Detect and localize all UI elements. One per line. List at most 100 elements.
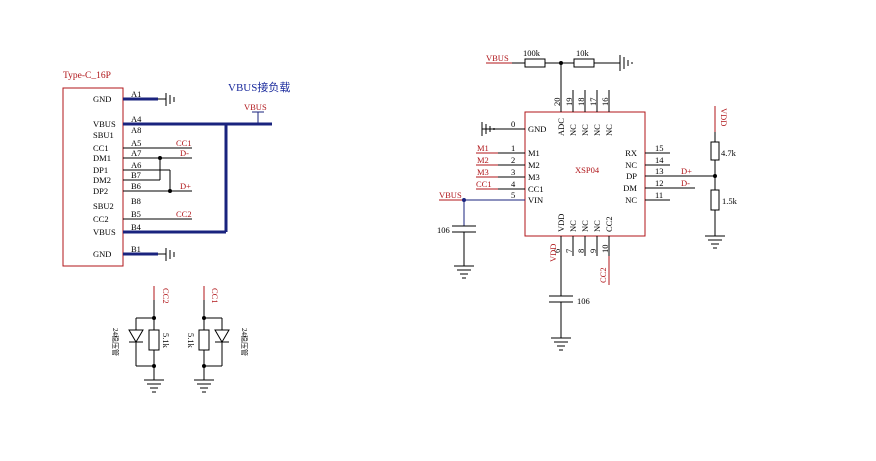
connector-pin-name-5: DP1	[93, 165, 108, 175]
connector-pad-8: B8	[131, 196, 141, 206]
connector-pad-5: A6	[131, 160, 141, 170]
ic-left-num-2: 2	[511, 155, 515, 165]
ground-symbol-divider	[705, 235, 725, 249]
connector-pad-6: B7	[131, 170, 141, 180]
ic-left-num-5: 5	[511, 190, 515, 200]
ic-left-num-4: 4	[511, 179, 516, 189]
connector-pad-10: B4	[131, 222, 142, 232]
ic-left-wiring: M1 M2 M3 CC1 VBUS 106	[437, 122, 525, 279]
net-label-cc1-ic: CC1	[476, 179, 492, 189]
cc2-pulldown-circuit: CC2 5.1k 24稳压管	[111, 286, 171, 393]
ic-right-pin-3: DM	[623, 183, 637, 193]
connector-pin-name-0: GND	[93, 94, 111, 104]
tvs-cc2-label: 24稳压管	[111, 328, 120, 356]
ic-top-pin-0: ADC	[556, 118, 566, 136]
ic-right-num-4: 11	[655, 190, 663, 200]
net-label-dplus-ic: D+	[681, 166, 692, 176]
resistor-cc2-value: 5.1k	[161, 333, 171, 349]
ground-symbol-cc2	[144, 379, 164, 393]
connector-body	[62, 87, 124, 267]
tvs-diode-cc2	[128, 329, 144, 343]
ic-bottom-wiring: VDD 106 CC2	[548, 236, 610, 351]
ic-right-num-2: 13	[655, 166, 664, 176]
ic-bottom-pin-0: VDD	[556, 214, 566, 232]
net-label-m2: M2	[477, 155, 489, 165]
connector-pin-name-9: CC2	[93, 214, 109, 224]
ic-left-num-0: 0	[511, 119, 515, 129]
resistor-1k5-value: 1.5k	[722, 196, 738, 206]
ic-top-pin-3: NC	[592, 124, 602, 136]
connector-pin-name-3: CC1	[93, 143, 109, 153]
capacitor-vin-value: 106	[437, 225, 450, 235]
net-label-m1: M1	[477, 143, 489, 153]
resistor-4k7	[710, 141, 720, 161]
cc1-pulldown-circuit: CC1 5.1k 24稳压管	[186, 286, 249, 393]
resistor-100k-value: 100k	[523, 48, 541, 58]
connector-pad-3: A5	[131, 138, 141, 148]
net-label-vdd-right: VDD	[719, 108, 729, 126]
ic-right-num-0: 15	[655, 143, 664, 153]
ic-bottom-pin-1: NC	[568, 220, 578, 232]
net-label-vbus-vin: VBUS	[439, 190, 462, 200]
ic-bottom-num-2: 8	[576, 249, 586, 253]
tvs-cc1-label: 24稳压管	[240, 328, 249, 356]
ic-left-pin-2: M2	[528, 160, 540, 170]
connector-pad-0: A1	[131, 89, 141, 99]
ic-top-num-1: 19	[564, 98, 574, 107]
net-label-vbus-load: VBUS接负载	[228, 80, 290, 94]
ic-right-pin-2: DP	[626, 171, 637, 181]
ground-symbol-vdd-cap	[551, 337, 571, 351]
ic-name: XSP04	[575, 165, 600, 175]
ground-symbol-a1	[165, 93, 175, 106]
resistor-cc2	[148, 329, 160, 351]
tvs-diode-cc1	[214, 329, 230, 343]
connector-pin-name-8: SBU2	[93, 201, 114, 211]
ic-left-pin-0: GND	[528, 124, 546, 134]
ic-top-num-0: 20	[552, 98, 562, 107]
ic-top-pin-2: NC	[580, 124, 590, 136]
resistor-4k7-value: 4.7k	[721, 148, 737, 158]
resistor-10k	[573, 58, 595, 68]
ic-right-wiring: VDD 4.7k 1.5k D+ D-	[645, 106, 738, 249]
resistor-cc1-value: 5.1k	[186, 333, 196, 349]
connector-title: Type-C_16P	[63, 71, 111, 81]
net-label-cc2-conn: CC2	[176, 209, 192, 219]
ground-symbol-adc	[619, 55, 633, 71]
ic-left-num-1: 1	[511, 143, 515, 153]
adc-divider: VBUS 100k 10k	[486, 48, 633, 90]
ic-left-pin-5: VIN	[528, 195, 543, 205]
ic-bottom-num-0: 6	[552, 249, 562, 253]
resistor-cc1	[198, 329, 210, 351]
connector-pad-9: B5	[131, 209, 141, 219]
connector-pin-name-6: DM2	[93, 175, 111, 185]
net-label-m3: M3	[477, 167, 489, 177]
ic-bottom-num-4: 10	[600, 245, 610, 254]
connector-pad-1: A4	[131, 114, 142, 124]
ic-right-num-1: 14	[655, 155, 664, 165]
ic-top-num-3: 17	[588, 98, 598, 107]
connector-pin-name-11: GND	[93, 249, 111, 259]
ic-bottom-num-3: 9	[588, 249, 598, 253]
connector-pad-4: A7	[131, 148, 141, 158]
net-label-vbus-conn: VBUS	[244, 102, 267, 112]
ic-right-pin-4: NC	[625, 195, 637, 205]
connector-pad-2: A8	[131, 125, 141, 135]
ic-bottom-num-1: 7	[564, 249, 574, 253]
ic-bottom-pin-3: NC	[592, 220, 602, 232]
net-label-cc1-pd: CC1	[210, 288, 220, 304]
ic-right-num-3: 12	[655, 178, 664, 188]
resistor-100k	[524, 58, 546, 68]
ic-left-pin-3: M3	[528, 172, 540, 182]
ic-bottom-pin-2: NC	[580, 220, 590, 232]
resistor-10k-value: 10k	[576, 48, 590, 58]
ic-left-pin-1: M1	[528, 148, 540, 158]
net-label-cc2-pd: CC2	[161, 288, 171, 304]
connector-pin-name-7: DP2	[93, 186, 108, 196]
ic-right-pin-0: RX	[625, 148, 637, 158]
ground-symbol-cc1	[194, 379, 214, 393]
connector-pin-name-10: VBUS	[93, 227, 116, 237]
ground-symbol-b1	[165, 248, 175, 261]
ic-bottom-pin-4: CC2	[604, 216, 614, 232]
